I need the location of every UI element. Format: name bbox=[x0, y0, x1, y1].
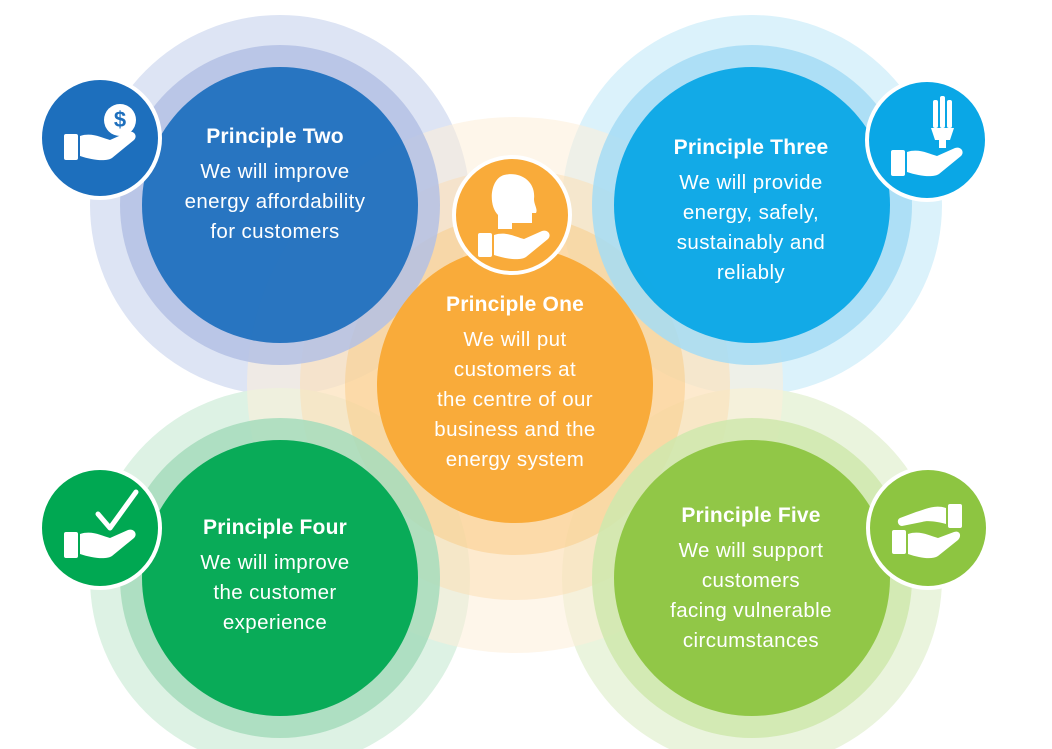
dollar-coin-on-hand-icon: $ bbox=[38, 76, 162, 200]
principle-five-title: Principle Five bbox=[681, 504, 821, 527]
svg-text:$: $ bbox=[114, 107, 126, 132]
principle-four-title: Principle Four bbox=[203, 516, 347, 539]
principle-three-title: Principle Three bbox=[673, 136, 829, 159]
principle-four-line: experience bbox=[222, 611, 328, 634]
principle-two-description: We will improve energy affordability for… bbox=[185, 157, 366, 247]
principle-two-text: Principle Two We will improve energy aff… bbox=[150, 125, 400, 247]
principle-three-line: energy, safely, bbox=[682, 201, 820, 224]
handshake-icon bbox=[866, 466, 990, 590]
principle-two-line: energy affordability bbox=[184, 190, 366, 213]
principle-one-line: business and the bbox=[434, 418, 596, 441]
principle-one-line: We will put bbox=[463, 328, 567, 351]
principle-two-circle bbox=[142, 67, 418, 343]
principle-five-line: We will support bbox=[678, 539, 824, 562]
principle-four-text: Principle Four We will improve the custo… bbox=[150, 516, 400, 638]
principle-four-description: We will improve the customer experience bbox=[200, 548, 349, 638]
head-on-hand-icon bbox=[452, 155, 572, 275]
principle-two-title: Principle Two bbox=[206, 125, 344, 148]
principle-five-line: circumstances bbox=[682, 629, 820, 652]
principle-three-line: reliably bbox=[716, 261, 786, 284]
principle-one-description: We will put customers at the centre of o… bbox=[434, 325, 595, 475]
principle-five-line: facing vulnerable bbox=[670, 599, 832, 622]
principle-five-circle bbox=[614, 440, 890, 716]
principle-one-text: Principle One We will put customers at t… bbox=[395, 293, 635, 475]
principle-five-text: Principle Five We will support customers… bbox=[626, 504, 876, 656]
principle-four-line: the customer bbox=[213, 581, 337, 604]
principle-one-line: the centre of our bbox=[436, 388, 594, 411]
principle-one-circle bbox=[377, 247, 653, 523]
principle-three-line: sustainably and bbox=[676, 231, 826, 254]
principle-one-line: energy system bbox=[445, 448, 585, 471]
principle-three-text: Principle Three We will provide energy, … bbox=[626, 136, 876, 288]
principle-five-line: customers bbox=[701, 569, 801, 592]
principle-one-title: Principle One bbox=[446, 293, 584, 316]
principle-two-line: for customers bbox=[210, 220, 340, 243]
principle-four-line: We will improve bbox=[200, 551, 350, 574]
light-bulb-on-hand-icon bbox=[865, 78, 989, 202]
principle-three-circle bbox=[614, 67, 890, 343]
principle-three-description: We will provide energy, safely, sustaina… bbox=[677, 168, 825, 288]
principle-one-line: customers at bbox=[453, 358, 577, 381]
principle-two-line: We will improve bbox=[200, 160, 350, 183]
principle-three-line: We will provide bbox=[679, 171, 823, 194]
principle-four-circle bbox=[142, 440, 418, 716]
principle-five-description: We will support customers facing vulnera… bbox=[670, 536, 832, 656]
checkmark-on-hand-icon bbox=[38, 466, 162, 590]
